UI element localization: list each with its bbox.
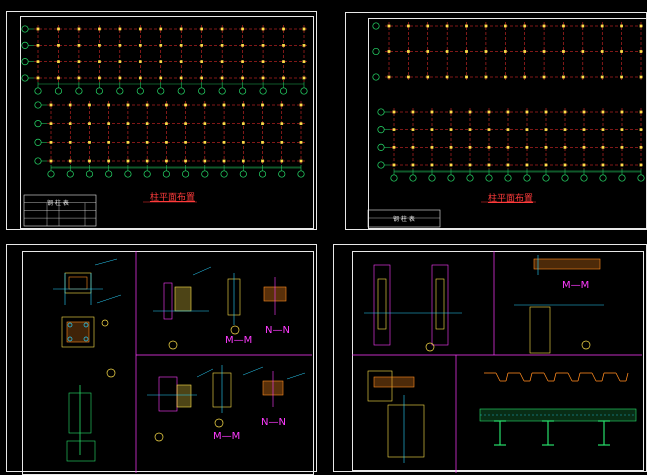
section-label: N—N — [261, 417, 286, 428]
section-label: M—M — [225, 335, 253, 346]
drawing-sheet-top-right[interactable]: 柱平面布置 钢 柱 表 — [345, 12, 647, 230]
column-layout-plan-top-right — [367, 22, 645, 228]
drawing-sheet-bottom-right[interactable]: M—M — [333, 244, 647, 473]
drawing-sheet-top-left[interactable]: 柱平面布置 钢 柱 表 — [6, 11, 317, 230]
column-table-title: 钢 柱 表 — [47, 200, 69, 207]
sheet-title: 柱平面布置 — [488, 194, 534, 204]
connection-details-bottom-right — [352, 251, 642, 473]
section-label: N—N — [265, 325, 290, 336]
sheet-inner-frame — [368, 18, 647, 229]
sheet-inner-frame — [20, 16, 314, 229]
sheet-inner-frame — [352, 251, 644, 471]
sheet-title: 柱平面布置 — [150, 193, 196, 203]
column-table-title: 钢 柱 表 — [393, 216, 415, 223]
column-layout-plan-top-left — [21, 25, 308, 227]
drawing-sheet-bottom-left[interactable]: M—M N—N M—M N—N — [6, 244, 317, 475]
connection-details-bottom-left — [53, 251, 312, 473]
section-label: M—M — [562, 280, 590, 291]
section-label: M—M — [213, 431, 241, 442]
